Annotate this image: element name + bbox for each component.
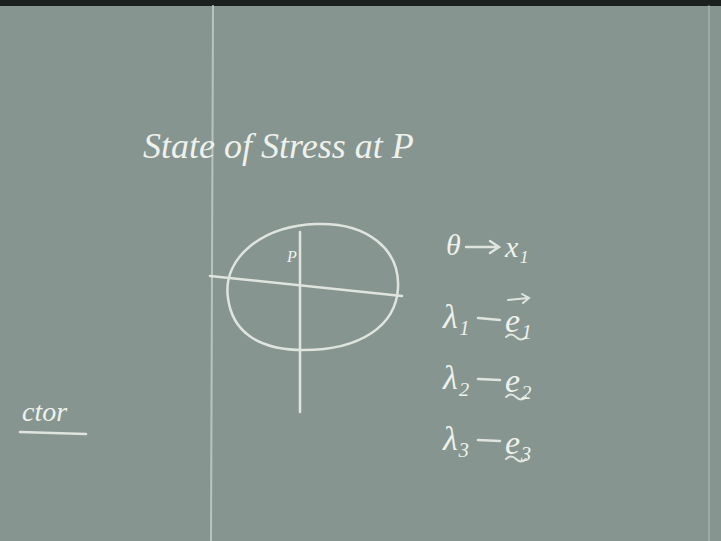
eigenvalue-label: λ₂: [443, 361, 470, 395]
axis-label: x₁: [505, 232, 529, 262]
dash: [478, 318, 500, 320]
board-top-edge: [0, 0, 721, 6]
eigenvector-label: e₁: [505, 304, 532, 338]
underline: [20, 432, 86, 434]
point-label: P: [287, 249, 297, 265]
axis-line: [299, 232, 302, 412]
eigenvector-label: e₃: [505, 426, 532, 460]
arrow-symbol: [466, 241, 499, 253]
board-seam: [211, 6, 213, 541]
eigenvector-label: e₂: [505, 364, 532, 398]
board-seam: [708, 6, 710, 541]
eigenvalue-label: λ₁: [443, 300, 470, 334]
partial-word: ctor: [22, 398, 67, 426]
vector-arrow: [508, 294, 529, 303]
dash: [478, 440, 500, 441]
dash: [478, 379, 500, 380]
axis-line: [210, 276, 402, 296]
board-title: State of Stress at P: [143, 128, 414, 164]
angle-symbol: θ: [446, 230, 461, 260]
eigenvalue-label: λ₃: [443, 422, 470, 456]
